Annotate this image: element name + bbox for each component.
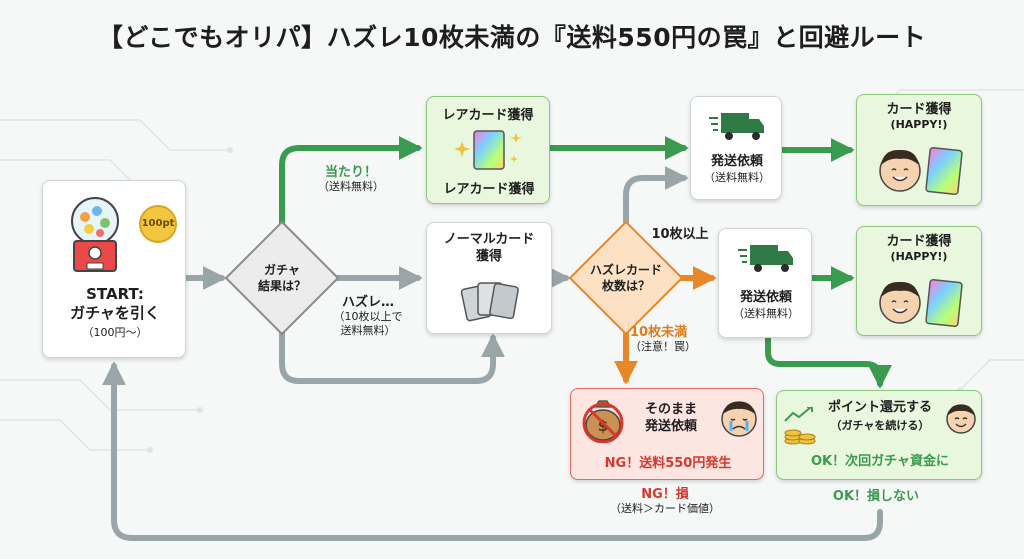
arrow-lose-bypass xyxy=(279,315,505,384)
lose-sub2: 送料無料） xyxy=(340,324,396,337)
rare-box-caption: レアカード獲得 xyxy=(443,182,535,197)
arrow-loop-back xyxy=(102,361,883,541)
under-ten-label: 10枚未満 （注意！罠） xyxy=(630,326,720,354)
coin-stack-icon xyxy=(784,407,816,445)
gacha-decision-line1: ガチャ xyxy=(264,263,300,277)
ship-box-mid: 発送依頼 （送料無料） xyxy=(718,228,812,338)
start-box: 100pt START: ガチャを引く （100円〜） xyxy=(42,180,186,358)
hazure-decision-label: ハズレカード 枚数は？ xyxy=(568,262,684,294)
gacha-decision-diamond xyxy=(224,220,340,336)
under-ten-text: 10枚未満 xyxy=(630,325,688,340)
normal-box-title1: ノーマルカード xyxy=(443,232,535,247)
ok-caption-label: OK！損しない xyxy=(832,489,920,504)
gacha-machine-icon xyxy=(71,197,119,272)
arrow-hazure-to-ship-top xyxy=(623,166,689,229)
ship-top-sub: （送料無料） xyxy=(704,171,770,184)
card-top-sub: (HAPPY!) xyxy=(890,118,948,131)
smile-face-icon xyxy=(946,404,976,434)
rare-card-box: レアカード獲得 レアカード獲得 xyxy=(426,96,550,204)
svg-text:$: $ xyxy=(598,417,608,435)
card-box-top: カード獲得 (HAPPY!) xyxy=(856,94,982,206)
gacha-decision-label: ガチャ 結果は？ xyxy=(232,262,332,294)
ng-caption-sub: （送料＞カード価値） xyxy=(610,502,720,515)
truck-icon xyxy=(738,245,793,272)
money-bag-forbidden-icon: $ xyxy=(582,400,624,443)
card-mid-sub: (HAPPY!) xyxy=(890,250,948,263)
hazure-decision-line1: ハズレカード xyxy=(589,263,662,277)
point-ok: OK！次回ガチャ資金に xyxy=(811,454,949,469)
card-mid-title: カード獲得 xyxy=(886,234,952,249)
card-box-mid: カード獲得 (HAPPY!) xyxy=(856,226,982,336)
rare-box-title: レアカード獲得 xyxy=(442,108,534,123)
truck-icon xyxy=(709,113,764,140)
win-label: 当たり！ xyxy=(324,165,377,180)
ng-line2: 発送依頼 xyxy=(644,419,697,434)
hazure-decision-diamond xyxy=(568,220,684,336)
ok-caption: OK！損しない xyxy=(806,490,946,504)
lose-sub1: （10枚以上で xyxy=(333,310,403,323)
ten-or-more-label: 10枚以上 xyxy=(640,228,720,242)
hazure-decision-line2: 枚数は？ xyxy=(601,279,650,293)
win-sub: （送料無料） xyxy=(318,180,384,193)
arrow-ship-mid-to-point xyxy=(765,335,892,389)
ng-warning: NG！送料550円発生 xyxy=(604,456,732,471)
normal-card-box: ノーマルカード 獲得 xyxy=(426,222,552,334)
arrow-win-to-rare xyxy=(279,136,423,241)
under-ten-sub: （注意！罠） xyxy=(630,340,696,353)
win-branch-label: 当たり！ （送料無料） xyxy=(296,166,406,194)
lose-branch-label: ハズレ… （10枚以上で 送料無料） xyxy=(318,296,418,338)
normal-cards-icon xyxy=(460,282,519,322)
ship-top-title: 発送依頼 xyxy=(710,154,763,169)
ng-caption: NG！損 （送料＞カード価値） xyxy=(590,488,740,516)
start-sub: （100円〜） xyxy=(82,326,148,339)
ng-box-text: そのまま 発送依頼 xyxy=(623,401,719,435)
ship-mid-title: 発送依頼 xyxy=(739,290,792,305)
rare-card-icon xyxy=(454,130,522,170)
ng-line1: そのまま xyxy=(644,402,697,417)
ship-box-top: 発送依頼 （送料無料） xyxy=(690,96,782,200)
ng-box: $ そのまま 発送依頼 NG！送料550円発生 xyxy=(570,388,764,480)
page-title: 【どこでもオリパ】ハズレ10枚未満の『送料550円の罠』と回避ルート xyxy=(97,23,927,52)
happy-face-icon xyxy=(879,278,963,328)
start-label: START: xyxy=(86,285,144,303)
gacha-decision-line2: 結果は？ xyxy=(257,279,306,293)
ship-mid-sub: （送料無料） xyxy=(733,307,799,320)
coin-icon: 100pt xyxy=(139,205,177,243)
point-line1: ポイント還元する xyxy=(827,400,932,415)
ng-caption-label: NG！損 xyxy=(641,487,689,502)
happy-face-icon xyxy=(879,146,963,196)
crying-face-icon xyxy=(721,401,757,437)
point-return-box: ポイント還元する （ガチャを続ける） OK！次回ガチャ資金に xyxy=(776,390,982,480)
start-label-2: ガチャを引く xyxy=(70,304,160,322)
point-line2: （ガチャを続ける） xyxy=(830,419,930,432)
card-top-title: カード獲得 xyxy=(886,102,952,117)
normal-box-title2: 獲得 xyxy=(475,249,502,264)
ten-or-more-text: 10枚以上 xyxy=(651,227,709,242)
lose-label: ハズレ… xyxy=(341,295,394,310)
